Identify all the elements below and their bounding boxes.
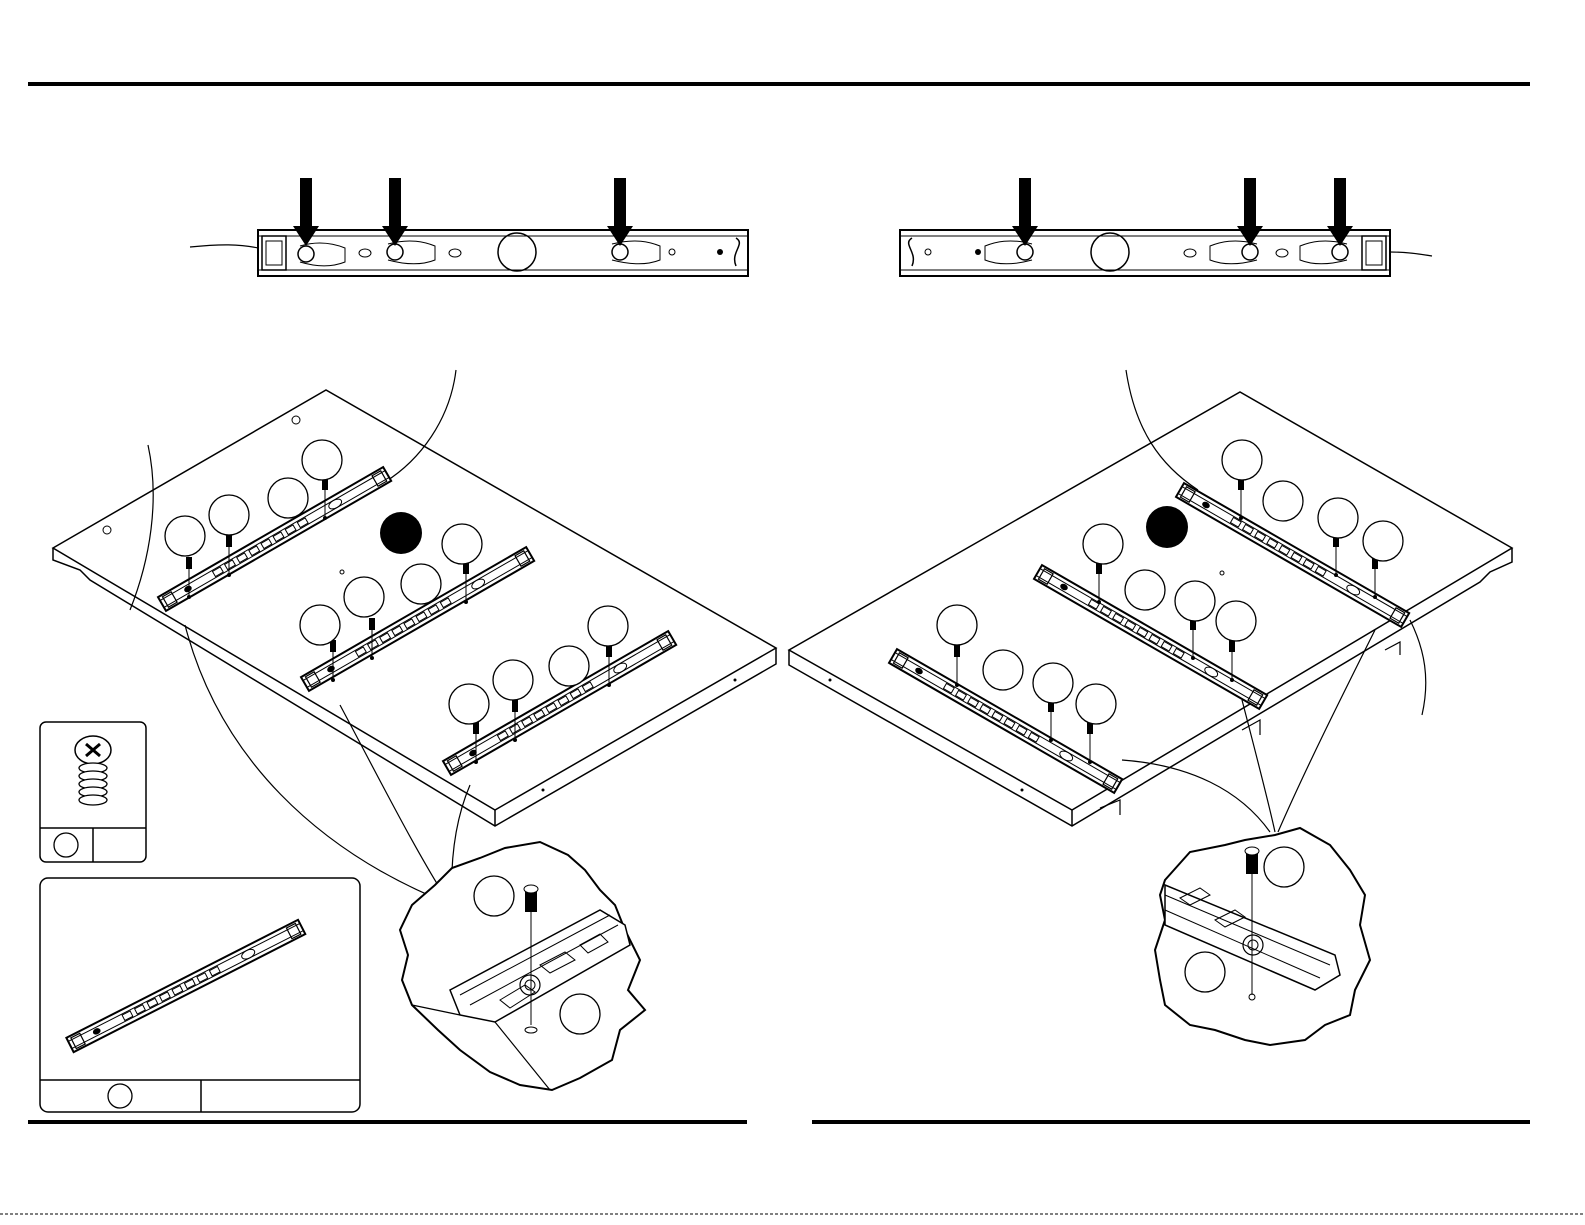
part-callout xyxy=(588,606,628,646)
screw-hardware-box xyxy=(40,722,146,862)
slide-hardware-box xyxy=(40,878,360,1112)
part-callout xyxy=(1076,684,1116,724)
part-callout xyxy=(493,660,533,700)
part-callout xyxy=(300,605,340,645)
part-callout xyxy=(1125,570,1165,610)
step-number-badge xyxy=(380,512,422,554)
part-callout xyxy=(302,440,342,480)
part-callout xyxy=(560,994,600,1034)
part-callout xyxy=(209,495,249,535)
right-zoom-detail xyxy=(1155,828,1370,1045)
part-callout xyxy=(983,650,1023,690)
part-callout xyxy=(268,478,308,518)
left-zoom-detail xyxy=(400,842,645,1090)
part-callout xyxy=(1185,952,1225,992)
euro-screw-icon xyxy=(75,736,111,805)
part-callout xyxy=(1216,601,1256,641)
part-callout xyxy=(344,577,384,617)
part-callout xyxy=(1033,663,1073,703)
part-callout xyxy=(1083,524,1123,564)
part-callout xyxy=(165,516,205,556)
part-callout xyxy=(474,876,514,916)
slide-part-circle xyxy=(108,1084,132,1108)
part-callout xyxy=(1175,581,1215,621)
right-panel xyxy=(789,370,1512,832)
part-callout xyxy=(442,524,482,564)
right-plan-view xyxy=(900,178,1432,276)
part-callout xyxy=(1363,521,1403,561)
part-callout xyxy=(549,646,589,686)
part-callout xyxy=(937,605,977,645)
left-panel xyxy=(53,370,776,912)
part-callout xyxy=(449,684,489,724)
part-callout xyxy=(1264,847,1304,887)
part-callout xyxy=(1318,498,1358,538)
screw-part-circle xyxy=(54,833,78,857)
part-callout xyxy=(1222,440,1262,480)
part-callout xyxy=(1263,481,1303,521)
left-plan-view xyxy=(190,178,748,276)
step-number-badge xyxy=(1146,506,1188,548)
part-callout xyxy=(401,564,441,604)
